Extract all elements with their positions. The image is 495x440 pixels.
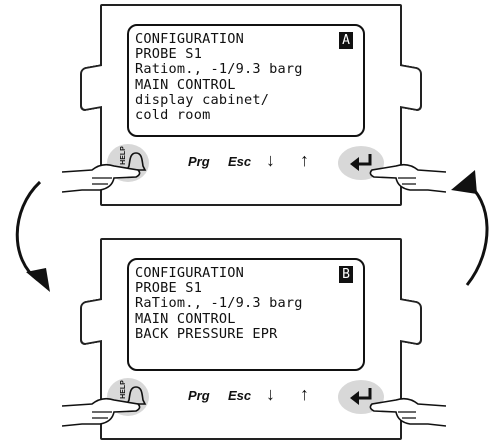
controller-panel-b: CONFIGURATION PROBE S1 RaTiom., -1/9.3 b… [80, 238, 422, 440]
lcd-line: MAIN CONTROL [135, 310, 236, 327]
esc-button[interactable]: Esc [228, 154, 252, 169]
lcd-line: RaTiom., -1/9.3 barg [135, 295, 303, 312]
curved-arrow-up-icon [451, 170, 489, 286]
lcd-line: display cabinet/ [135, 91, 270, 108]
up-button[interactable]: ↑ [300, 384, 309, 404]
keypad: HELP Prg Esc ↓ ↑ [102, 378, 400, 420]
lcd-line: CONFIGURATION [135, 31, 244, 47]
keypad: HELP Prg Esc ↓ ↑ [102, 144, 400, 186]
pointing-hand-icon [369, 163, 446, 193]
lcd-line: CONFIGURATION [135, 265, 244, 281]
screen-badge: A [339, 32, 353, 49]
lcd-line: BACK PRESSURE EPR [135, 325, 278, 342]
pointing-hand-icon [62, 397, 141, 427]
lcd-display: CONFIGURATION PROBE S1 RaTiom., -1/9.3 b… [127, 258, 365, 371]
lcd-line: PROBE S1 [135, 280, 203, 297]
lcd-line: Ratiom., -1/9.3 barg [135, 61, 303, 78]
enter-arrow-icon [350, 154, 372, 171]
up-button[interactable]: ↑ [300, 150, 309, 170]
lcd-line: PROBE S1 [135, 46, 203, 63]
pointing-hand-icon [62, 163, 141, 193]
prg-button[interactable]: Prg [188, 388, 210, 403]
lcd-line: MAIN CONTROL [135, 76, 236, 93]
pointing-hand-icon [369, 397, 446, 427]
down-button[interactable]: ↓ [266, 150, 275, 170]
esc-button[interactable]: Esc [228, 388, 252, 403]
screen-badge: B [339, 266, 353, 283]
lcd-display: CONFIGURATION PROBE S1 Ratiom., -1/9.3 b… [127, 24, 365, 137]
lcd-line: cold room [135, 107, 211, 124]
enter-arrow-icon [350, 388, 372, 405]
curved-arrow-down-icon [15, 180, 50, 292]
prg-button[interactable]: Prg [188, 154, 210, 169]
controller-panel-a: CONFIGURATION PROBE S1 Ratiom., -1/9.3 b… [80, 4, 422, 206]
down-button[interactable]: ↓ [266, 384, 275, 404]
